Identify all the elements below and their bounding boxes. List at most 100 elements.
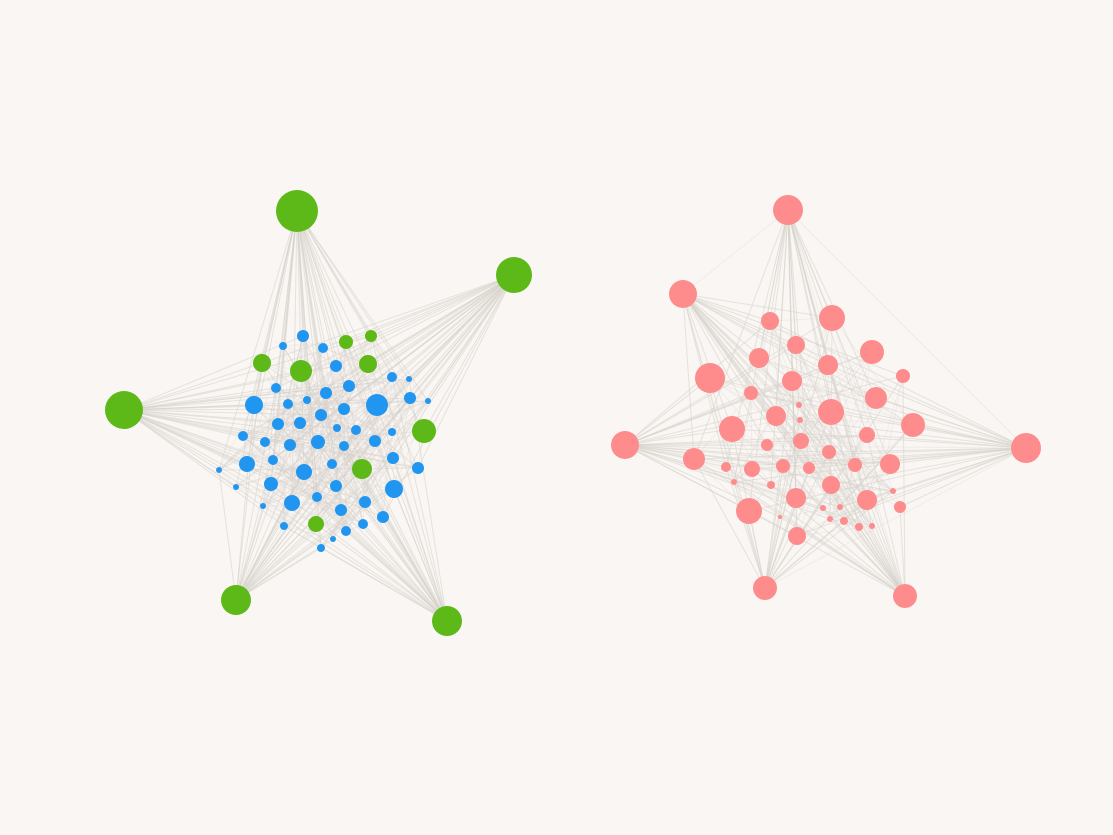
network-edge xyxy=(218,365,337,471)
network-edge xyxy=(296,210,305,473)
member-node xyxy=(796,402,802,408)
network-edge xyxy=(624,444,727,468)
network-edge xyxy=(261,274,515,364)
network-edge xyxy=(303,347,324,473)
network-edge xyxy=(750,351,873,394)
network-edge xyxy=(235,429,357,601)
network-edge xyxy=(829,424,914,520)
network-edge xyxy=(264,387,277,443)
network-edge xyxy=(682,293,771,322)
member-node xyxy=(744,386,758,400)
network-edge xyxy=(345,468,363,532)
member-node xyxy=(787,336,805,354)
member-node xyxy=(749,348,769,368)
network-edge xyxy=(682,293,695,460)
network-edge xyxy=(291,422,301,504)
network-edge xyxy=(277,423,285,527)
network-edge xyxy=(277,423,376,442)
network-edge xyxy=(264,429,357,443)
network-edge xyxy=(242,376,393,437)
network-edge xyxy=(343,445,347,532)
network-edge xyxy=(322,347,338,429)
network-edge xyxy=(830,411,1027,449)
network-edge xyxy=(317,341,347,443)
member-node xyxy=(233,484,239,490)
network-edge xyxy=(246,392,327,465)
network-edge xyxy=(766,434,868,446)
network-edge xyxy=(296,210,322,549)
network-edge xyxy=(764,497,797,589)
member-node xyxy=(238,431,248,441)
network-edge xyxy=(725,466,797,499)
network-edge xyxy=(275,387,308,401)
network-edge xyxy=(343,431,393,447)
network-edge xyxy=(296,210,411,399)
member-node xyxy=(719,416,745,442)
network-edge xyxy=(296,210,347,343)
member-node xyxy=(822,476,840,494)
member-node xyxy=(387,452,399,464)
network-edge xyxy=(246,399,308,465)
inner-hub-node xyxy=(253,354,271,372)
member-node xyxy=(855,523,863,531)
network-edge xyxy=(316,378,410,498)
member-node xyxy=(335,504,347,516)
network-edge xyxy=(391,376,448,622)
member-node xyxy=(320,387,332,399)
member-node xyxy=(797,417,803,423)
network-edge xyxy=(123,392,327,411)
network-edge xyxy=(827,364,1027,449)
member-node xyxy=(280,522,288,530)
network-edge xyxy=(829,411,832,520)
network-edge xyxy=(218,469,448,622)
network-edge xyxy=(272,423,279,461)
network-edge xyxy=(277,423,338,429)
network-edge xyxy=(764,419,801,589)
network-edge xyxy=(289,363,369,446)
network-edge xyxy=(218,399,308,471)
network-edge xyxy=(287,403,293,504)
network-edge xyxy=(262,210,298,507)
network-edge xyxy=(336,427,448,622)
network-edge xyxy=(775,415,868,436)
network-edge xyxy=(264,376,393,443)
member-node xyxy=(366,394,388,416)
network-edge xyxy=(624,444,873,527)
network-edge xyxy=(283,397,411,527)
member-node xyxy=(272,418,284,430)
member-node xyxy=(786,488,806,508)
network-edge xyxy=(822,463,891,509)
network-edge xyxy=(296,210,322,416)
network-edge xyxy=(264,441,363,470)
member-node xyxy=(788,527,806,545)
network-edge xyxy=(791,380,877,399)
network-edge xyxy=(235,431,393,488)
member-node xyxy=(818,399,844,425)
network-edge xyxy=(246,365,337,465)
network-edge xyxy=(682,293,833,319)
hub-node xyxy=(1011,433,1041,463)
network-edge xyxy=(345,341,378,406)
network-edge xyxy=(364,501,448,622)
network-edge xyxy=(262,397,411,507)
member-node xyxy=(284,495,300,511)
network-edge xyxy=(750,392,753,470)
network-edge xyxy=(693,458,856,466)
network-edge xyxy=(253,385,350,406)
member-node xyxy=(865,387,887,409)
network-edge xyxy=(750,392,832,486)
network-edge xyxy=(750,392,800,406)
network-edge xyxy=(769,320,906,597)
network-edge xyxy=(839,464,856,508)
network-edge xyxy=(235,414,322,488)
left-network-nodes xyxy=(105,190,532,636)
network-edge xyxy=(123,409,342,511)
network-edge xyxy=(693,458,797,499)
member-node xyxy=(239,456,255,472)
member-node xyxy=(406,376,412,382)
network-edge xyxy=(235,399,308,488)
network-edge xyxy=(791,380,868,501)
network-edge xyxy=(343,408,363,470)
member-node xyxy=(848,458,862,472)
network-edge xyxy=(300,370,419,469)
